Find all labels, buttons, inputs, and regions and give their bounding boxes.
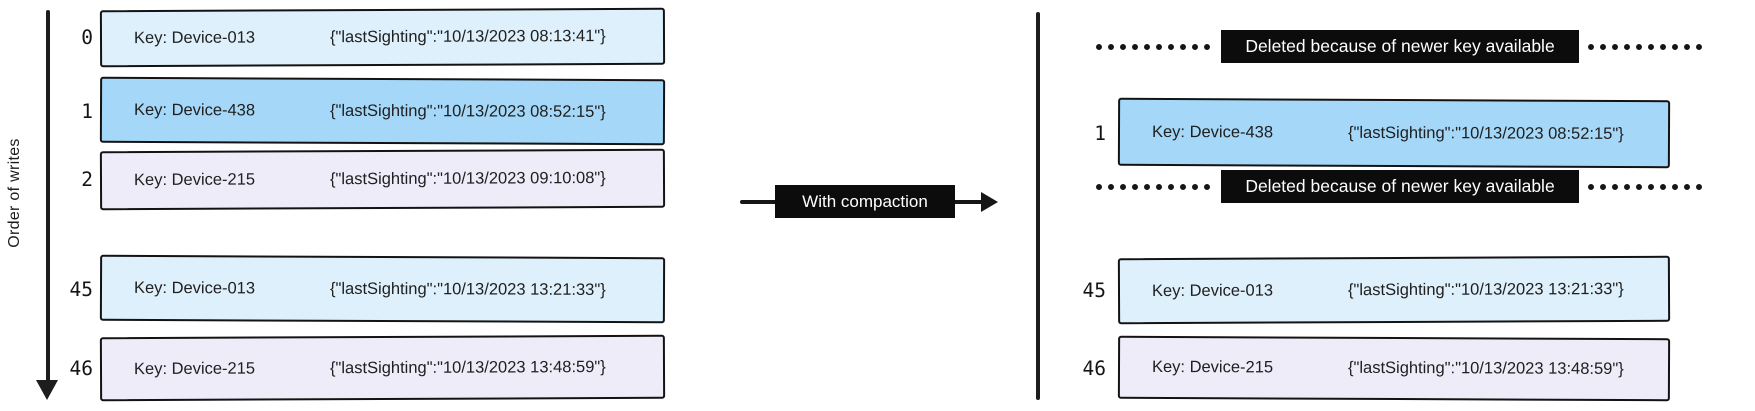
dotted-line: [1584, 42, 1707, 51]
log-record-row: 45 Key: Device-013 {"lastSighting":"10/1…: [1078, 255, 1671, 325]
log-record-row: 1 Key: Device-438 {"lastSighting":"10/13…: [1078, 97, 1671, 169]
sequence-number: 1: [1094, 121, 1106, 145]
record-value: {"lastSighting":"10/13/2023 09:10:08"}: [329, 169, 606, 189]
deleted-record-label: Deleted because of newer key available: [1221, 30, 1579, 63]
record-key: Key: Device-013: [1151, 281, 1274, 300]
record-box: Key: Device-215 {"lastSighting":"10/13/2…: [99, 334, 666, 402]
record-key: Key: Device-013: [133, 28, 256, 48]
record-box-highlighted: Key: Device-438 {"lastSighting":"10/13/2…: [99, 76, 666, 146]
order-of-writes-arrow-line: [46, 10, 50, 382]
record-key: Key: Device-438: [1151, 122, 1274, 141]
deleted-record-label: Deleted because of newer key available: [1221, 170, 1579, 203]
record-value: {"lastSighting":"10/13/2023 13:48:59"}: [329, 357, 606, 377]
order-of-writes-arrowhead-icon: [36, 380, 58, 400]
record-box-highlighted: Key: Device-438 {"lastSighting":"10/13/2…: [1117, 97, 1671, 169]
record-value: {"lastSighting":"10/13/2023 08:52:15"}: [1347, 123, 1624, 143]
record-key: Key: Device-215: [1151, 357, 1274, 377]
compacted-log-axis-line: [1036, 12, 1040, 400]
log-record-row: 46 Key: Device-215 {"lastSighting":"10/1…: [1078, 335, 1671, 402]
log-record-row: 46 Key: Device-215 {"lastSighting":"10/1…: [60, 334, 666, 402]
record-box: Key: Device-013 {"lastSighting":"10/13/2…: [1117, 255, 1671, 325]
with-compaction-label: With compaction: [775, 185, 955, 218]
deleted-record-row: Deleted because of newer key available: [1093, 30, 1707, 63]
record-value: {"lastSighting":"10/13/2023 08:52:15"}: [329, 101, 606, 121]
record-box: Key: Device-013 {"lastSighting":"10/13/2…: [99, 7, 666, 68]
record-value: {"lastSighting":"10/13/2023 13:48:59"}: [1347, 358, 1624, 379]
sequence-number: 45: [1082, 278, 1106, 302]
dotted-line: [1584, 182, 1707, 191]
log-record-row: 0 Key: Device-013 {"lastSighting":"10/13…: [60, 7, 666, 68]
record-key: Key: Device-215: [133, 359, 256, 378]
dotted-line: [1093, 182, 1216, 191]
log-record-row: 45 Key: Device-013 {"lastSighting":"10/1…: [60, 254, 666, 324]
record-key: Key: Device-438: [133, 100, 256, 119]
record-key: Key: Device-215: [133, 170, 256, 190]
sequence-number: 46: [69, 356, 93, 380]
record-key: Key: Device-013: [133, 278, 256, 297]
record-box: Key: Device-013 {"lastSighting":"10/13/2…: [99, 254, 666, 324]
record-box: Key: Device-215 {"lastSighting":"10/13/2…: [99, 148, 666, 211]
compaction-arrowhead-icon: [981, 192, 998, 212]
log-record-row: 2 Key: Device-215 {"lastSighting":"10/13…: [60, 148, 666, 211]
sequence-number: 46: [1082, 357, 1106, 380]
sequence-number: 45: [69, 277, 93, 301]
record-box: Key: Device-215 {"lastSighting":"10/13/2…: [1117, 335, 1671, 402]
record-value: {"lastSighting":"10/13/2023 13:21:33"}: [1347, 279, 1624, 299]
sequence-number: 2: [81, 168, 93, 191]
dotted-line: [1093, 42, 1216, 51]
record-value: {"lastSighting":"10/13/2023 08:13:41"}: [329, 27, 606, 47]
deleted-record-row: Deleted because of newer key available: [1093, 170, 1707, 203]
sequence-number: 0: [81, 26, 93, 49]
sequence-number: 1: [81, 99, 93, 123]
log-record-row: 1 Key: Device-438 {"lastSighting":"10/13…: [60, 76, 666, 146]
order-of-writes-label: Order of writes: [6, 138, 23, 248]
record-value: {"lastSighting":"10/13/2023 13:21:33"}: [329, 279, 606, 299]
